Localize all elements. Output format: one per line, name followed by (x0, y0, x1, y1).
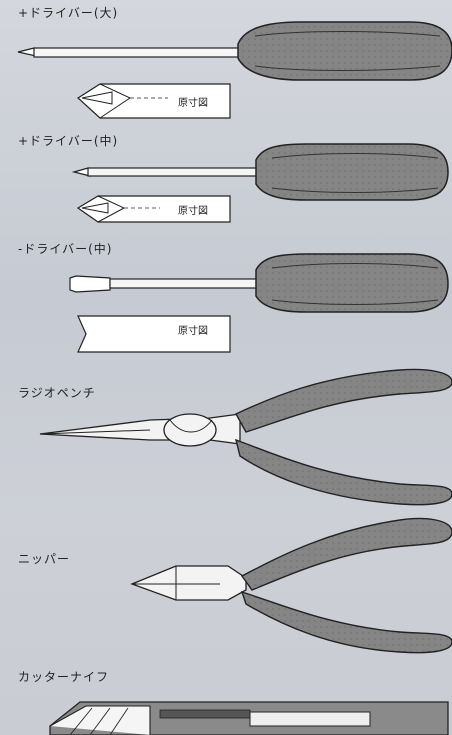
tool-label-needle-nose-pliers: ラジオペンチ (18, 384, 96, 401)
tool-label-flathead-medium: -ドライバー(中) (18, 240, 112, 257)
actual-size-label: 原寸図 (178, 322, 208, 337)
tool-label-diagonal-cutters: ニッパー (18, 550, 70, 567)
needle-nose-pliers-illustration (40, 370, 452, 505)
tool-label-phillips-large: +ドライバー(大) (18, 4, 118, 21)
phillips-screwdriver-medium-illustration (74, 144, 448, 222)
phillips-screwdriver-large-illustration (18, 22, 452, 118)
diagonal-cutters-illustration (132, 519, 452, 653)
actual-size-label: 原寸図 (178, 202, 208, 217)
utility-knife-illustration (50, 702, 448, 735)
tool-label-phillips-medium: +ドライバー(中) (18, 132, 118, 149)
flathead-screwdriver-medium-illustration (70, 254, 448, 352)
tool-label-utility-knife: カッターナイフ (18, 668, 109, 685)
actual-size-label: 原寸図 (178, 94, 208, 109)
